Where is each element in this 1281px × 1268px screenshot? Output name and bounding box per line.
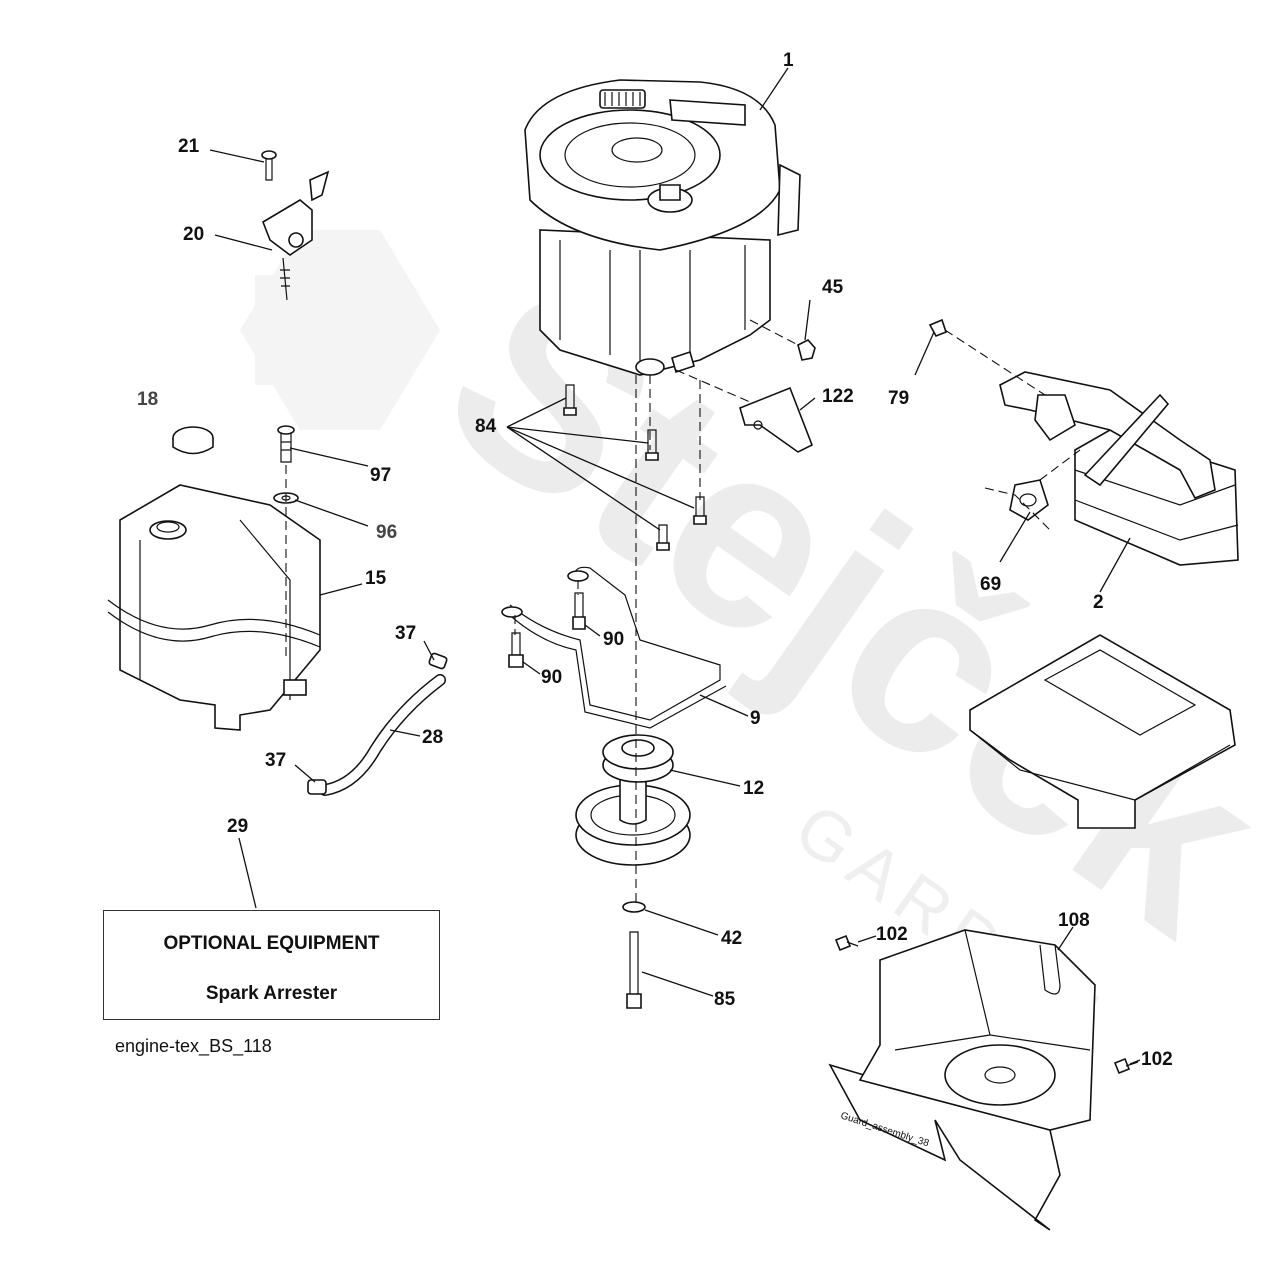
callout-37-lower: 37 [265, 750, 286, 771]
diagram-id-label: engine-tex_BS_118 [115, 1036, 272, 1056]
callout-12: 12 [743, 778, 764, 799]
callout-20: 20 [183, 224, 204, 245]
callout-79: 79 [888, 388, 909, 409]
callout-102-upper: 102 [876, 924, 908, 945]
callouts: 1 21 20 45 122 79 18 84 97 96 15 69 2 37… [137, 50, 1173, 1070]
callout-9: 9 [750, 708, 761, 729]
engine-mounting-plate [969, 634, 1236, 829]
leader-lines [209, 67, 1141, 1065]
callout-85: 85 [714, 989, 736, 1010]
callout-96: 96 [376, 522, 397, 543]
pulley-part-12 [575, 734, 691, 866]
washer-part-42 [622, 901, 646, 913]
watermark-logo [240, 230, 440, 430]
screw-part-102-upper [834, 934, 859, 952]
callout-28: 28 [422, 727, 443, 748]
optional-equipment-title: OPTIONAL EQUIPMENT [163, 933, 380, 954]
callout-102-lower: 102 [1141, 1049, 1173, 1070]
bracket-part-9 [501, 566, 727, 729]
callout-15: 15 [365, 568, 387, 589]
callout-97: 97 [370, 465, 391, 486]
guard-part-108: Guard_assembly_38 [828, 929, 1096, 1231]
callout-69: 69 [980, 574, 1001, 595]
bolt-part-90-right [572, 592, 586, 630]
clamp-part-37-upper [428, 652, 448, 670]
callout-37-upper: 37 [395, 623, 416, 644]
bolt-part-85 [626, 931, 642, 1009]
callout-18: 18 [137, 389, 158, 410]
gasket-part-69 [1009, 479, 1049, 521]
callout-29: 29 [227, 816, 248, 837]
nut-part-45 [797, 339, 816, 361]
fuel-line-part-28 [319, 674, 446, 796]
callout-21: 21 [178, 136, 200, 157]
callout-90-left: 90 [541, 667, 562, 688]
callout-42: 42 [721, 928, 742, 949]
fuel-tank-part-15 [107, 484, 321, 731]
screw-part-97 [277, 425, 295, 463]
callout-108: 108 [1058, 910, 1090, 931]
callout-1: 1 [783, 50, 794, 71]
screw-part-79 [928, 318, 947, 338]
screw-part-21 [261, 150, 277, 181]
callout-122: 122 [822, 386, 854, 407]
bolts-part-84 [563, 384, 707, 551]
callout-90-right: 90 [603, 629, 624, 650]
callout-2: 2 [1093, 592, 1104, 613]
optional-equipment-box: OPTIONAL EQUIPMENT Spark Arrester [103, 910, 440, 1020]
callout-45: 45 [822, 277, 844, 298]
muffler-part-2 [999, 371, 1239, 566]
callout-84: 84 [475, 416, 497, 437]
screw-part-102-lower [1113, 1057, 1139, 1075]
fuel-cap-part-18 [172, 426, 214, 455]
engine-part-1 [524, 79, 801, 376]
bolt-part-90-left [508, 632, 524, 668]
throttle-control-part-20 [262, 170, 330, 301]
alignment-lines [285, 319, 1081, 905]
optional-equipment-subtitle: Spark Arrester [205, 983, 338, 1004]
clamp-part-37-lower [307, 779, 327, 795]
shield-part-122 [739, 386, 814, 453]
